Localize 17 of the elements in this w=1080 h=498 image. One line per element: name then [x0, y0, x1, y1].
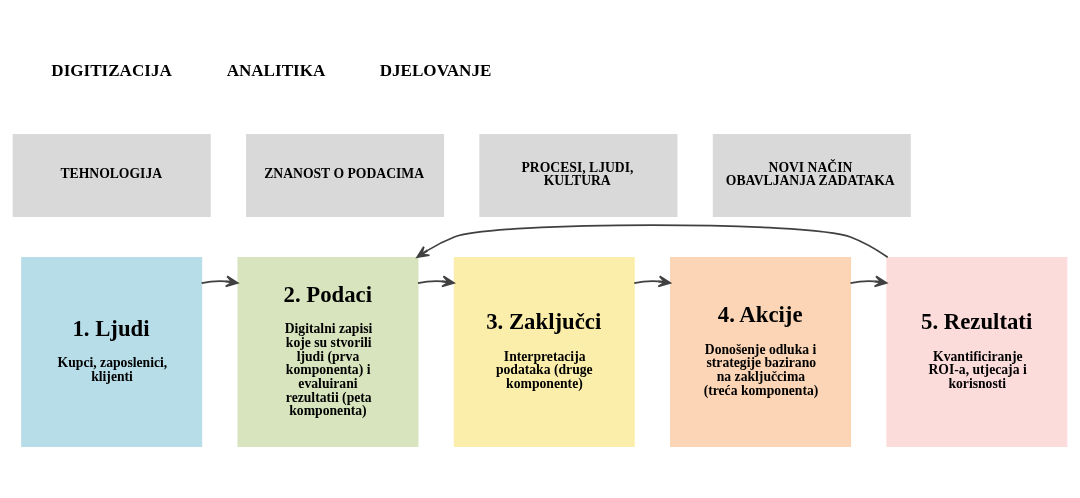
- node-box: NOVI NAČIN OBAVLJANJA ZADATAKA: [712, 133, 911, 217]
- label: ANALITIKA: [226, 60, 326, 80]
- node-box: TEHNOLOGIJA: [12, 133, 211, 217]
- node-box: 1. Ljudi Kupci, zaposlenici, klijenti: [21, 256, 203, 447]
- node-box: PROCESI, LJUDI, KULTURA: [479, 133, 678, 217]
- label: DJELOVANJE: [379, 60, 492, 80]
- node-box: 2. Podaci Digitalni zapisi koje su stvorili ljudi (prva komponenta) i evaluirani rezultatii (peta komponenta): [237, 256, 419, 447]
- arrow: [849, 274, 888, 287]
- node-box: 4. Akcije Donošenje odluka i strategije bazirano na zaključcima (treća komponenta): [670, 256, 852, 447]
- node-box: 5. Rezultati Kvantificiranje ROI-a, utjecaja i korisnosti: [886, 256, 1068, 447]
- arrow: [633, 274, 672, 287]
- arrow: [417, 274, 455, 287]
- node-box: ZNANOST O PODACIMA: [246, 133, 445, 217]
- arrow: [416, 223, 889, 258]
- label: DIGITIZACIJA: [51, 60, 172, 80]
- arrow: [200, 274, 239, 287]
- node-box: 3. Zaključci Interpretacija podataka (druge komponente): [453, 256, 635, 447]
